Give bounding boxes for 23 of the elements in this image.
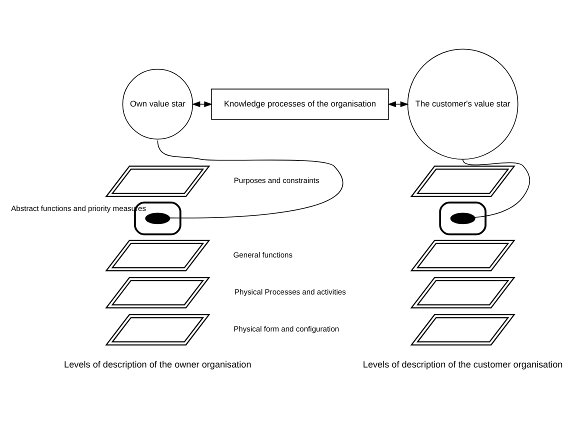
node-circle: The customer's value star [407,48,518,160]
arrow [192,101,213,108]
label: Levels of description of the customer organisation [362,360,563,370]
node-label: Physical form and configuration [234,324,340,334]
connector [157,140,342,218]
cluster [439,202,486,236]
node-parallelogram [410,166,516,198]
node-label: Physical Processes and activities [234,288,346,297]
node-parallelogram [105,166,210,198]
node-circle: Own value star [122,68,193,140]
node-circle [450,212,476,224]
node-parallelogram [105,314,210,346]
node-circle [145,212,170,224]
node-box: Knowledge processes of the organisation [211,88,389,120]
label: Levels of description of the owner organisation [64,360,252,370]
arrow [388,101,409,108]
node-parallelogram [105,276,210,308]
node-parallelogram [410,276,516,308]
node-parallelogram [410,240,516,272]
node-label: Purposes and constraints [234,176,320,186]
node-label: General functions [233,250,293,260]
node-parallelogram [105,240,210,272]
node-parallelogram [410,314,516,346]
